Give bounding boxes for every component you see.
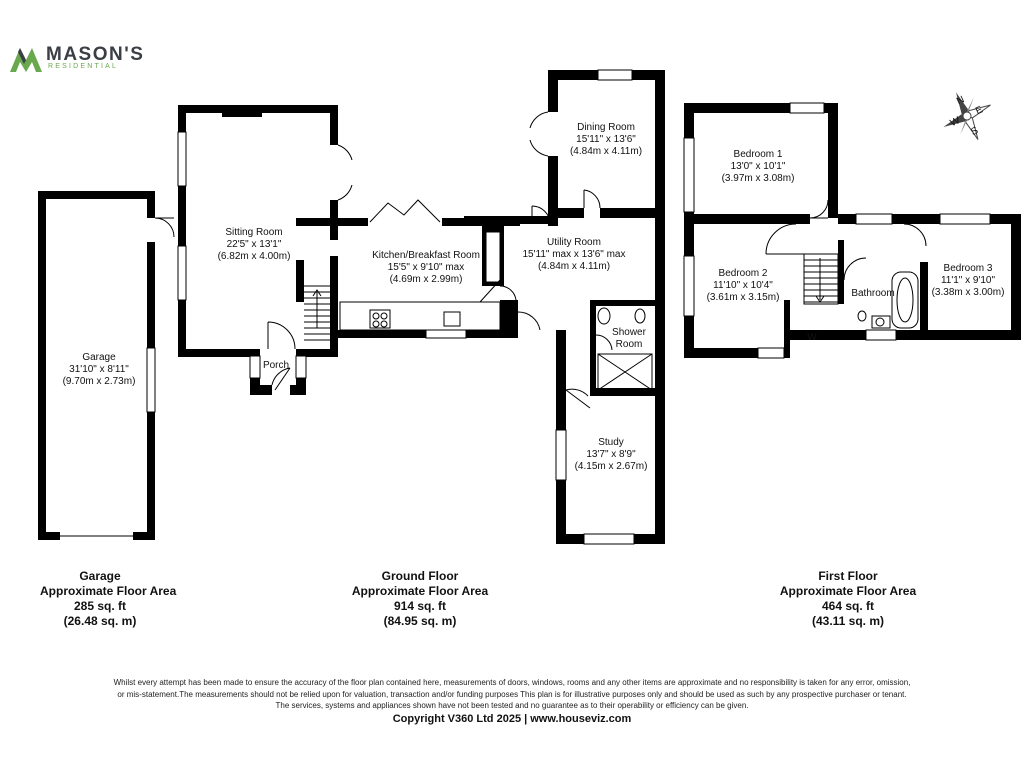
compass-n: N xyxy=(955,94,966,107)
compass-s: S xyxy=(969,125,980,138)
sitting-room-size-imperial: 22'5" x 13'1" xyxy=(227,239,282,250)
dining-room-size-imperial: 15'11" x 13'6" xyxy=(576,134,636,145)
bedroom2-size-metric: (3.61m x 3.15m) xyxy=(707,292,780,303)
first-area-sqft: 464 sq. ft xyxy=(821,599,875,613)
disclaimer-line3: The services, systems and appliances sho… xyxy=(275,701,749,710)
first-area-sqm: (43.11 sq. m) xyxy=(811,614,885,628)
ground-area-sqft: 914 sq. ft xyxy=(393,599,447,613)
utility-room-size-imperial: 15'11" max x 13'6" max xyxy=(522,249,625,260)
garage-area-summary: Garage Approximate Floor Area 285 sq. ft… xyxy=(40,569,177,629)
garage-area-title: Garage xyxy=(79,569,121,583)
porch-name: Porch xyxy=(263,360,289,371)
bedroom2-size-imperial: 11'10" x 10'4" xyxy=(713,280,773,291)
dining-room-size-metric: (4.84m x 4.11m) xyxy=(570,146,642,157)
garage-size-metric: (9.70m x 2.73m) xyxy=(63,376,136,387)
bedroom3-name: Bedroom 3 xyxy=(944,263,993,274)
compass-icon: N S E W xyxy=(943,92,991,140)
kitchen-size-imperial: 15'5" x 9'10" max xyxy=(388,262,465,273)
bedroom3-size-imperial: 11'1" x 9'10" xyxy=(941,275,996,286)
garage-area-label: Approximate Floor Area xyxy=(40,584,177,598)
ground-area-label: Approximate Floor Area xyxy=(351,584,489,598)
kitchen-name: Kitchen/Breakfast Room xyxy=(372,250,480,261)
compass-e: E xyxy=(974,104,985,117)
first-area-label: Approximate Floor Area xyxy=(779,584,917,598)
dining-room-name: Dining Room xyxy=(577,122,635,133)
bathroom-name: Bathroom xyxy=(851,288,894,299)
sitting-room-name: Sitting Room xyxy=(225,227,282,238)
bedroom2-name: Bedroom 2 xyxy=(719,268,768,279)
sitting-room-walls xyxy=(177,105,366,357)
first-floor-walls xyxy=(683,102,1021,359)
bedroom3-size-metric: (3.38m x 3.00m) xyxy=(932,287,1005,298)
utility-room-name: Utility Room xyxy=(547,237,601,248)
garage-size-imperial: 31'10" x 8'11" xyxy=(69,364,129,375)
shower-room-name-line1: Shower xyxy=(612,327,647,338)
study-walls xyxy=(555,330,665,545)
logo-mark-icon xyxy=(10,48,42,72)
utility-room-walls xyxy=(464,205,665,396)
bedroom1-size-imperial: 13'0" x 10'1" xyxy=(731,161,786,172)
sitting-room-size-metric: (6.82m x 4.00m) xyxy=(218,251,291,262)
garage-name: Garage xyxy=(82,352,116,363)
kitchen-size-metric: (4.69m x 2.99m) xyxy=(390,274,463,285)
garage-walls xyxy=(38,191,175,540)
wc-name: W xyxy=(807,332,817,343)
logo-subtitle: RESIDENTIAL xyxy=(48,63,119,70)
ground-area-sqm: (84.95 sq. m) xyxy=(383,614,457,628)
dining-room-walls xyxy=(529,69,665,226)
garage-area-sqft: 285 sq. ft xyxy=(73,599,127,613)
study-size-imperial: 13'7" x 8'9" xyxy=(586,449,636,460)
shower-room-name-line2: Room xyxy=(616,339,643,350)
first-area-title: First Floor xyxy=(818,569,878,583)
disclaimer-line2: or mis-statement.The measurements should… xyxy=(117,689,907,699)
brand-logo: MASON'S RESIDENTIAL xyxy=(10,40,160,74)
copyright: Copyright V360 Ltd 2025 | www.houseviz.c… xyxy=(392,713,632,725)
first-floor-area-summary: First Floor Approximate Floor Area 464 s… xyxy=(768,569,928,629)
study-size-metric: (4.15m x 2.67m) xyxy=(575,461,648,472)
bedroom1-name: Bedroom 1 xyxy=(734,149,783,160)
ground-floor-area-summary: Ground Floor Approximate Floor Area 914 … xyxy=(340,569,500,629)
disclaimer: Whilst every attempt has been made to en… xyxy=(20,677,1004,712)
bedroom1-size-metric: (3.97m x 3.08m) xyxy=(722,173,795,184)
ground-area-title: Ground Floor xyxy=(381,569,459,583)
garage-area-sqm: (26.48 sq. m) xyxy=(63,614,137,628)
porch-walls xyxy=(249,349,307,395)
logo-name: MASON'S xyxy=(46,44,145,65)
study-name: Study xyxy=(598,437,624,448)
utility-room-size-metric: (4.84m x 4.11m) xyxy=(538,261,610,272)
disclaimer-line1: Whilst every attempt has been made to en… xyxy=(113,678,911,687)
shower-room-walls xyxy=(590,300,655,395)
